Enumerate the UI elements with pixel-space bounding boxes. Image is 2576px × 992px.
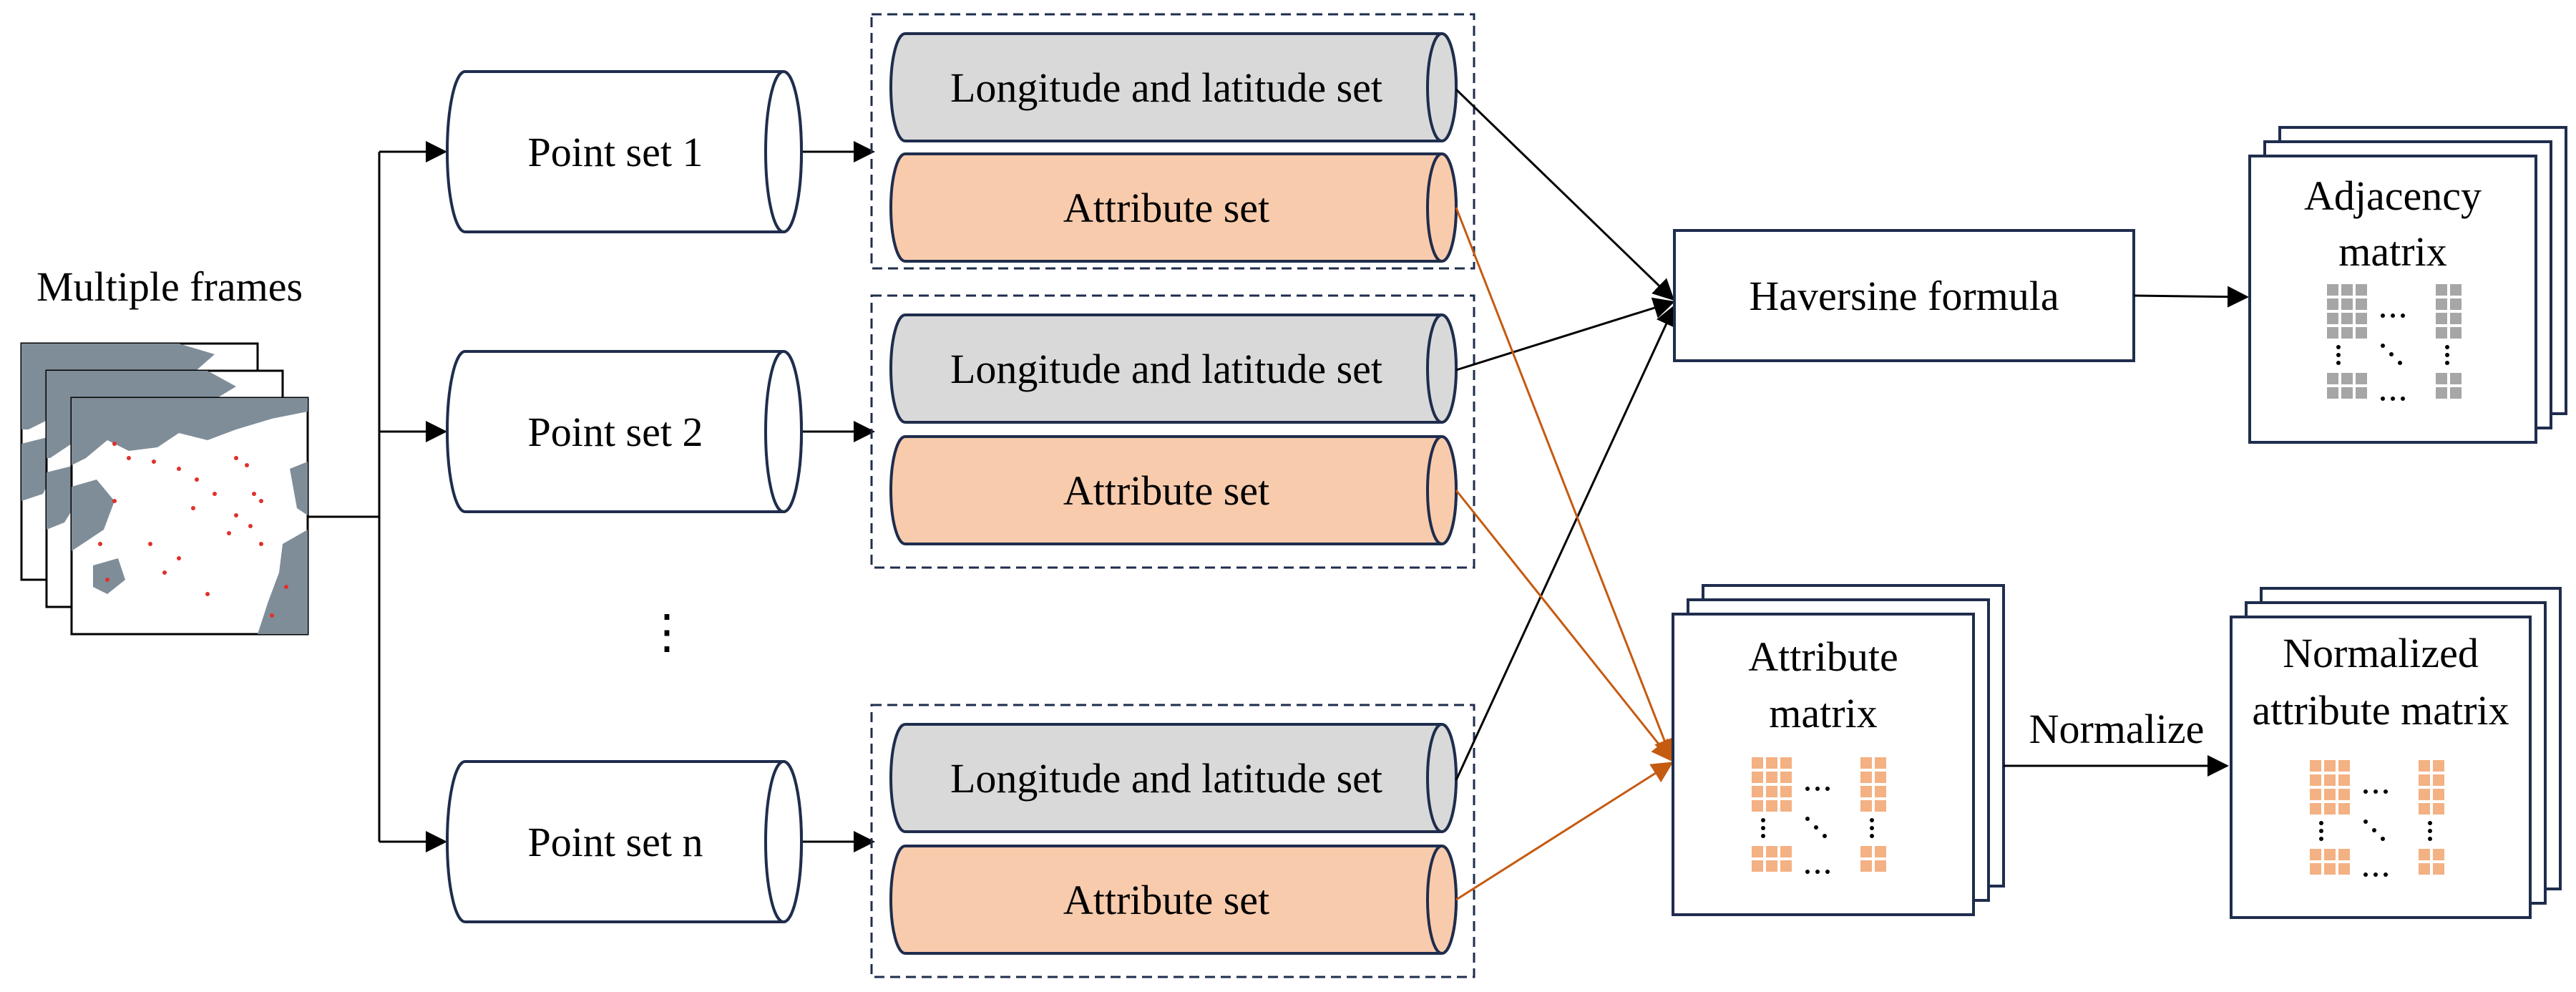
attribute-grid bbox=[1752, 757, 1886, 874]
pointset-connectors bbox=[803, 141, 875, 852]
attribute-matrix-label-line1: Attribute bbox=[1748, 633, 1898, 680]
point-set-2-label: Point set 2 bbox=[528, 409, 703, 455]
normalized-grid bbox=[2310, 760, 2444, 877]
adjacency-label-line2: matrix bbox=[2338, 228, 2446, 275]
attr-set-n: Attribute set bbox=[889, 845, 1458, 955]
normalized-matrix: Normalized attribute matrix bbox=[2230, 587, 2562, 919]
normalize-step: Normalize bbox=[2004, 706, 2229, 777]
point-set-n-label: Point set n bbox=[528, 819, 703, 865]
multiple-frames: Multiple frames bbox=[20, 263, 309, 636]
adjacency-matrix: Adjacency matrix bbox=[2248, 126, 2567, 444]
point-set-1: Point set 1 bbox=[446, 70, 803, 233]
coord-set-2: Longitude and latitude set bbox=[889, 313, 1458, 424]
set-group-1: Longitude and latitude set Attribute set bbox=[870, 13, 1475, 270]
coord-to-haversine-arrows bbox=[1455, 88, 1677, 781]
attr-set-1-label: Attribute set bbox=[1063, 185, 1269, 231]
set-group-n: Longitude and latitude set Attribute set bbox=[870, 704, 1475, 978]
coord-set-1-label: Longitude and latitude set bbox=[950, 64, 1382, 111]
multiple-frames-label: Multiple frames bbox=[36, 263, 303, 310]
frame-connectors bbox=[308, 141, 447, 852]
normalize-label: Normalize bbox=[2029, 706, 2205, 752]
attribute-matrix-label-line2: matrix bbox=[1769, 690, 1877, 736]
haversine-to-adjacency-arrow bbox=[2133, 286, 2249, 308]
point-set-1-label: Point set 1 bbox=[528, 129, 703, 175]
event-points bbox=[98, 442, 288, 618]
attr-set-1: Attribute set bbox=[889, 152, 1458, 263]
vertical-ellipsis: ⋮ bbox=[643, 606, 691, 658]
normalized-label-line2: attribute matrix bbox=[2252, 687, 2509, 734]
set-group-2: Longitude and latitude set Attribute set bbox=[870, 294, 1475, 569]
adjacency-label-line1: Adjacency bbox=[2304, 172, 2482, 219]
normalized-label-line1: Normalized bbox=[2283, 630, 2479, 676]
coord-set-n: Longitude and latitude set bbox=[889, 723, 1458, 833]
attribute-matrix: Attribute matrix bbox=[1672, 584, 2005, 916]
coord-set-1: Longitude and latitude set bbox=[889, 32, 1458, 142]
attr-set-n-label: Attribute set bbox=[1063, 877, 1269, 923]
attr-set-2-label: Attribute set bbox=[1063, 467, 1269, 514]
coord-set-n-label: Longitude and latitude set bbox=[950, 755, 1382, 802]
map-frame-front bbox=[70, 397, 309, 636]
haversine-label: Haversine formula bbox=[1749, 273, 2059, 319]
haversine-box: Haversine formula bbox=[1673, 229, 2135, 362]
adjacency-grid bbox=[2327, 284, 2462, 401]
point-set-2: Point set 2 bbox=[446, 350, 803, 513]
attr-to-matrix-arrows bbox=[1455, 207, 1675, 901]
point-set-n: Point set n bbox=[446, 760, 803, 923]
coord-set-2-label: Longitude and latitude set bbox=[950, 346, 1382, 392]
attr-set-2: Attribute set bbox=[889, 435, 1458, 545]
